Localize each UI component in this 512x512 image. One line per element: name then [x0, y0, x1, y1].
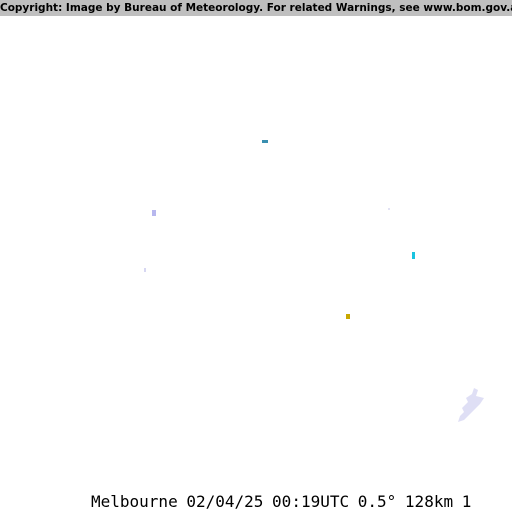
- frame-number: 1: [461, 492, 472, 511]
- copyright-banner: Copyright: Image by Bureau of Meteorolog…: [0, 0, 512, 16]
- radar-range: 128km: [404, 492, 454, 511]
- radar-echo: [262, 140, 268, 143]
- radar-caption: Melbourne 02/04/25 00:19UTC 0.5° 128km 1: [91, 492, 471, 512]
- radar-echo: [152, 210, 156, 216]
- scan-date: 02/04/25: [186, 492, 264, 511]
- radar-map: [0, 16, 512, 488]
- radar-echo: [144, 268, 146, 272]
- elevation-angle: 0.5°: [357, 492, 397, 511]
- radar-echo-cluster: [458, 388, 484, 422]
- station-name: Melbourne: [91, 492, 178, 511]
- radar-echo: [388, 208, 390, 210]
- radar-echo: [412, 252, 415, 259]
- radar-echo: [346, 314, 350, 319]
- scan-time: 00:19UTC: [272, 492, 350, 511]
